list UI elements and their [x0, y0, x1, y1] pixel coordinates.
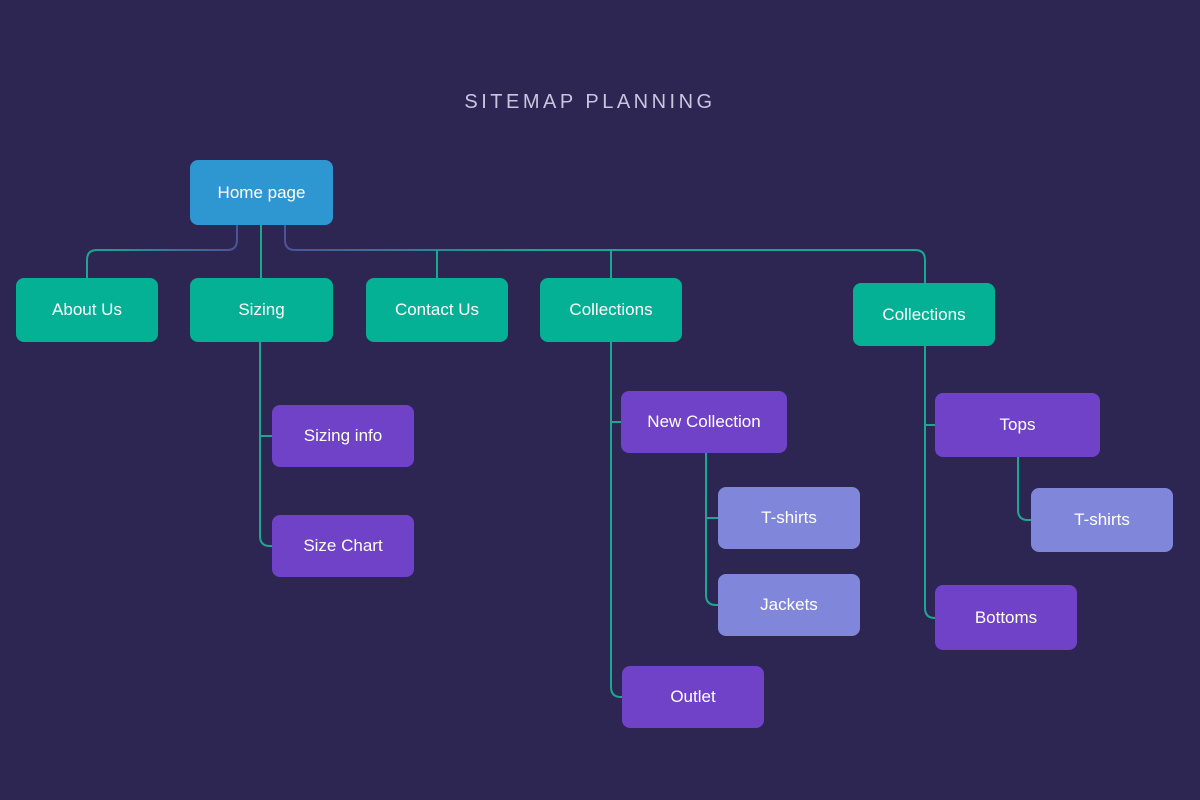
- node-sizing[interactable]: Sizing: [190, 278, 333, 342]
- node-outlet[interactable]: Outlet: [622, 666, 764, 728]
- node-tshirts-right[interactable]: T-shirts: [1031, 488, 1173, 552]
- node-jackets[interactable]: Jackets: [718, 574, 860, 636]
- connector-newcollection-to-jackets: [705, 453, 720, 606]
- node-collections-right[interactable]: Collections: [853, 283, 995, 346]
- connector-sizing-to-sizechart: [259, 342, 274, 547]
- node-about-us[interactable]: About Us: [16, 278, 158, 342]
- node-bottoms[interactable]: Bottoms: [935, 585, 1077, 650]
- page-title: SITEMAP PLANNING: [464, 91, 716, 113]
- node-size-chart[interactable]: Size Chart: [272, 515, 414, 577]
- node-tops[interactable]: Tops: [935, 393, 1100, 457]
- connector-home-to-right-branch: [284, 225, 926, 283]
- connector-collectionsleft-to-outlet: [610, 342, 624, 698]
- node-sizing-info[interactable]: Sizing info: [272, 405, 414, 467]
- node-new-collection[interactable]: New Collection: [621, 391, 787, 453]
- connector-collectionsright-to-bottoms: [924, 346, 937, 619]
- node-collections-left[interactable]: Collections: [540, 278, 682, 342]
- node-contact-us[interactable]: Contact Us: [366, 278, 508, 342]
- node-home-page[interactable]: Home page: [190, 160, 333, 225]
- connector-home-to-aboutus: [86, 225, 238, 278]
- connector-tops-to-tshirts-right: [1017, 457, 1033, 521]
- node-tshirts-left[interactable]: T-shirts: [718, 487, 860, 549]
